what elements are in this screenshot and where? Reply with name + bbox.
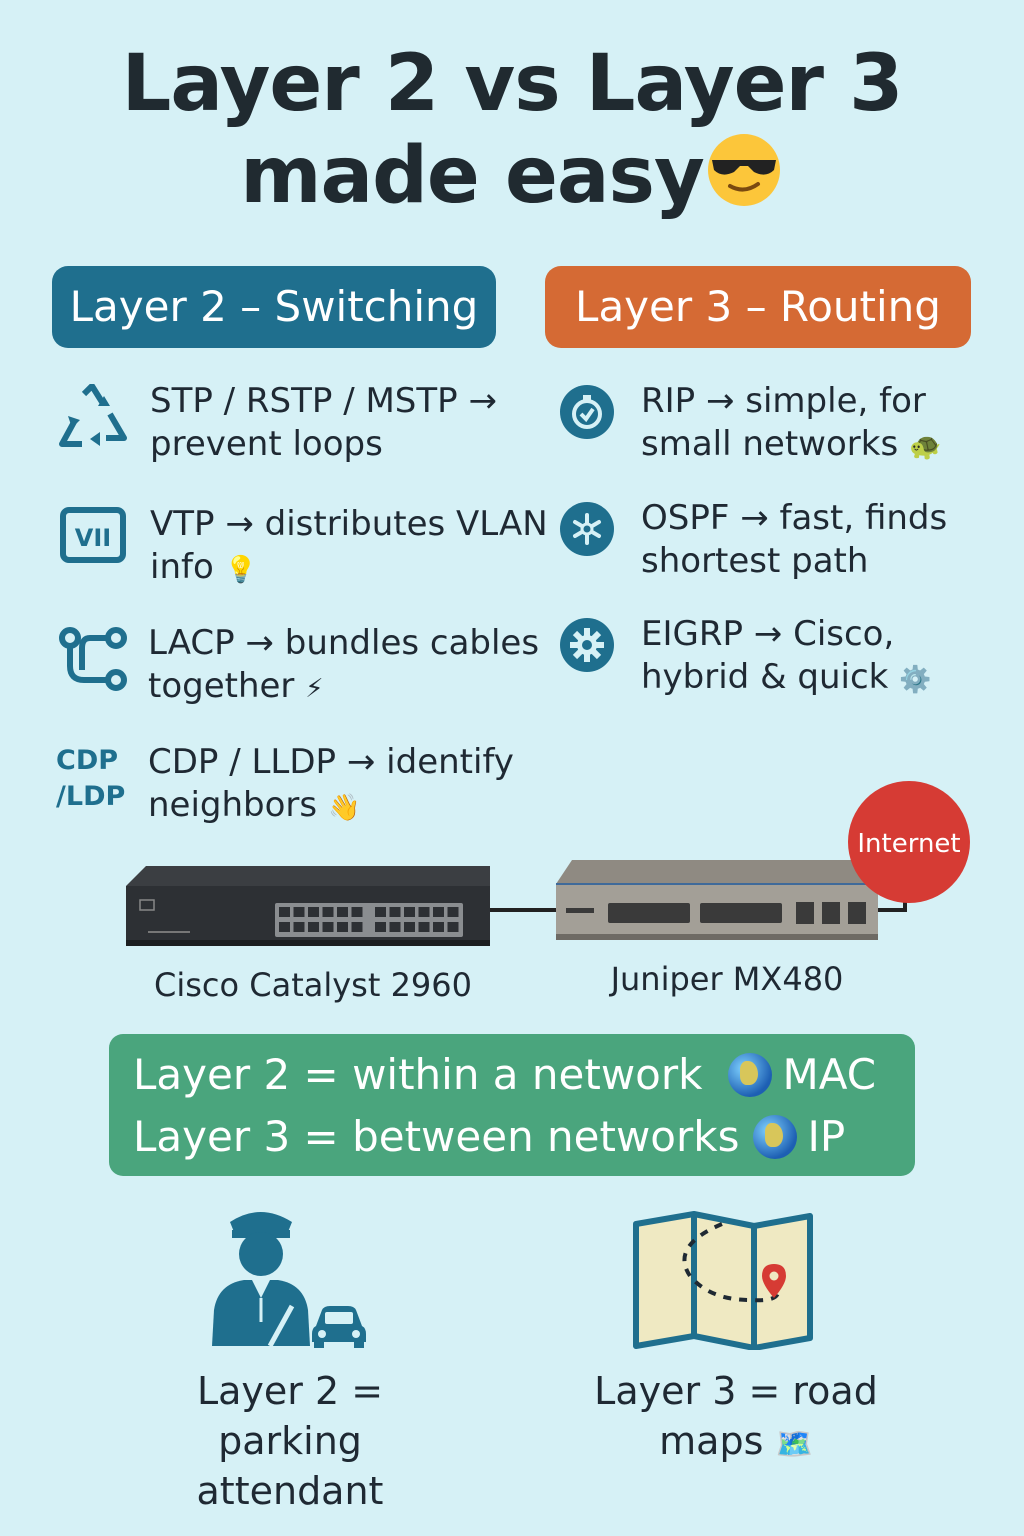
switch-port	[418, 922, 430, 932]
switch-label: Cisco Catalyst 2960	[153, 966, 472, 1004]
title-line1: Layer 2 vs Layer 3	[121, 39, 904, 129]
sunglasses-emoji-icon	[704, 130, 784, 230]
page-title: Layer 2 vs Layer 3 made easy	[0, 38, 1024, 230]
l2-item-lacp-text: LACP → bundles cables together	[148, 623, 540, 706]
lightbulb-icon: 💡	[224, 555, 257, 585]
summary-line1: Layer 2 = within a network	[133, 1050, 703, 1099]
l3-item-eigrp-text: EIGRP → Cisco, hybrid & quick	[641, 614, 895, 697]
globe-icon	[753, 1115, 798, 1159]
title-line2: made easy	[240, 131, 705, 221]
switch-port	[308, 907, 319, 917]
turtle-icon: 🐢	[908, 432, 942, 462]
switch-port	[433, 907, 444, 917]
switch-port	[293, 922, 305, 932]
switch-port	[322, 922, 334, 932]
summary-line2-tag: IP	[807, 1112, 846, 1161]
summary-box: Layer 2 = within a network MAC Layer 3 = …	[109, 1034, 915, 1176]
switch-port	[351, 922, 363, 932]
switch-port	[418, 907, 430, 917]
internet-label: Internet	[857, 829, 960, 859]
switch-port	[389, 907, 401, 917]
switch-port	[375, 922, 386, 932]
switch-port	[404, 922, 415, 932]
summary-line1-tag: MAC	[782, 1050, 877, 1099]
gear-emoji-icon: ⚙️	[899, 665, 932, 695]
switch-port	[404, 907, 415, 917]
snowflake-icon	[559, 501, 629, 571]
l2-item-cdp-text: CDP / LLDP → identify neighbors	[148, 742, 514, 825]
switch-port	[375, 907, 386, 917]
switch-port	[308, 922, 319, 932]
analogy-layer3-label: Layer 3 = road maps 🗺️	[580, 1366, 892, 1470]
timer-icon	[559, 384, 629, 454]
switch-port	[322, 907, 334, 917]
map-emoji-icon: 🗺️	[775, 1427, 813, 1462]
l2-item-stp-text: STP / RSTP / MSTP → prevent loops	[150, 381, 497, 464]
switch-port	[279, 907, 290, 917]
switch-port	[351, 907, 363, 917]
switch-port	[389, 922, 401, 932]
switch-port	[433, 922, 444, 932]
l3-item-ospf-text: OSPF → fast, finds shortest path	[641, 498, 948, 581]
vlan-icon: VII	[60, 507, 130, 577]
switch-port	[447, 922, 459, 932]
switch-port	[337, 907, 348, 917]
lightning-icon: ⚡	[305, 674, 324, 704]
switch-port	[337, 922, 348, 932]
analogy-layer2-label: Layer 2 = parking attendant	[196, 1369, 384, 1513]
svg-text:VII: VII	[75, 524, 111, 552]
switch-icon	[126, 866, 490, 946]
layer2-header: Layer 2 – Switching	[52, 266, 496, 348]
link-aggregation-icon	[58, 626, 128, 696]
car-icon	[312, 1306, 366, 1348]
analogy-layer3-text: Layer 3 = road maps	[594, 1369, 878, 1463]
switch-port	[447, 907, 459, 917]
internet-badge	[848, 781, 970, 903]
globe-icon	[728, 1053, 773, 1097]
router-label: Juniper MX480	[610, 960, 844, 998]
router-icon	[556, 860, 878, 940]
waving-hand-icon: 👋	[327, 793, 361, 823]
recycle-icon	[54, 383, 127, 454]
summary-line2: Layer 3 = between networks	[133, 1112, 740, 1161]
road-map-icon	[633, 1211, 813, 1350]
switch-port	[293, 907, 305, 917]
layer3-header: Layer 3 – Routing	[545, 266, 971, 348]
switch-port	[279, 922, 290, 932]
l2-item-vtp-text: VTP → distributes VLAN info	[150, 504, 548, 587]
l3-item-rip-text: RIP → simple, for small networks	[641, 381, 926, 464]
parking-attendant-icon	[212, 1212, 366, 1348]
gear-icon	[559, 617, 629, 687]
network-devices-illustration: Internet	[126, 781, 970, 946]
cdp-lldp-icon: CDP /LDP	[56, 745, 126, 812]
